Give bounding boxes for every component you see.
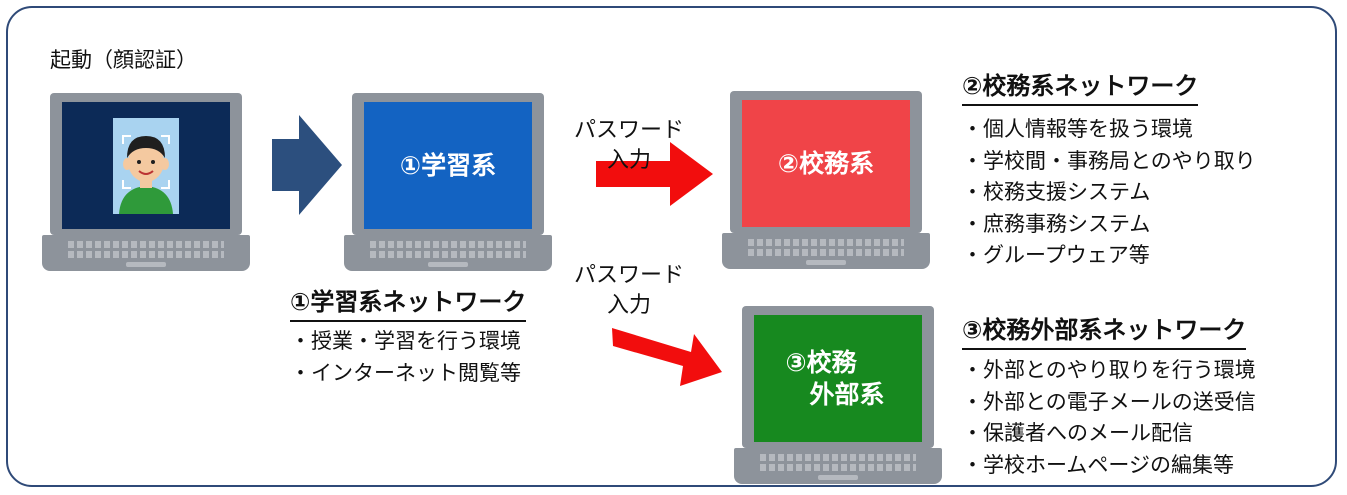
external-network-list: ・外部とのやり取りを行う環境 ・外部との電子メールの送受信 ・保護者へのメール配… (962, 355, 1256, 481)
laptop-screen-school-affairs: ②校務系 (742, 100, 910, 227)
list-item: ・授業・学習を行う環境 (290, 329, 521, 353)
external-screen-label-line1: ③校務 (785, 348, 857, 378)
red-arrow-to-external (612, 328, 722, 386)
laptop-screen-learning: ①学習系 (364, 102, 532, 229)
school-affairs-network-title: ②校務系ネットワーク (962, 66, 1199, 106)
password-label-2-line2: 入力 (607, 293, 652, 318)
list-item: ・庶務事務システム (962, 211, 1151, 236)
list-item: ・個人情報等を扱う環境 (962, 117, 1193, 141)
list-item: ・学校ホームページの編集等 (962, 452, 1234, 477)
list-item: ・グループウェア等 (962, 243, 1150, 267)
startup-label: 起動（顔認証） (50, 48, 197, 72)
school-affairs-screen-label: ②校務系 (777, 148, 875, 178)
password-label-2-line1: パスワード (574, 263, 685, 288)
learning-network-title: ①学習系ネットワーク (290, 282, 527, 322)
password-label-1: パスワード 入力 (574, 116, 684, 176)
learning-network-list: ・授業・学習を行う環境 ・インターネット閲覧等 (290, 326, 521, 389)
list-item: ・外部との電子メールの送受信 (962, 389, 1256, 414)
external-network-title: ③校務外部系ネットワーク (962, 310, 1247, 350)
laptop-screen-external: ③校務 外部系 (754, 315, 922, 442)
password-label-1-line2: 入力 (607, 148, 652, 173)
red-arrow-to-school-affairs (596, 142, 713, 206)
diagram-frame (6, 6, 1337, 487)
school-affairs-network-list: ・個人情報等を扱う環境 ・学校間・事務局とのやり取り ・校務支援システム ・庶務… (962, 114, 1256, 272)
external-screen-label-line2: 外部系 (809, 379, 885, 409)
password-label-1-line1: パスワード (574, 118, 685, 143)
list-item: ・保護者へのメール配信 (962, 421, 1193, 445)
learning-screen-label: ①学習系 (399, 150, 497, 180)
list-item: ・校務支援システム (962, 180, 1151, 204)
laptop-screen (62, 102, 230, 229)
blue-arrow (272, 115, 342, 215)
list-item: ・外部とのやり取りを行う環境 (962, 358, 1256, 382)
password-label-2: パスワード 入力 (574, 261, 684, 321)
list-item: ・インターネット閲覧等 (290, 360, 521, 385)
list-item: ・学校間・事務局とのやり取り (962, 148, 1256, 173)
face-auth-portrait-icon (113, 117, 179, 214)
